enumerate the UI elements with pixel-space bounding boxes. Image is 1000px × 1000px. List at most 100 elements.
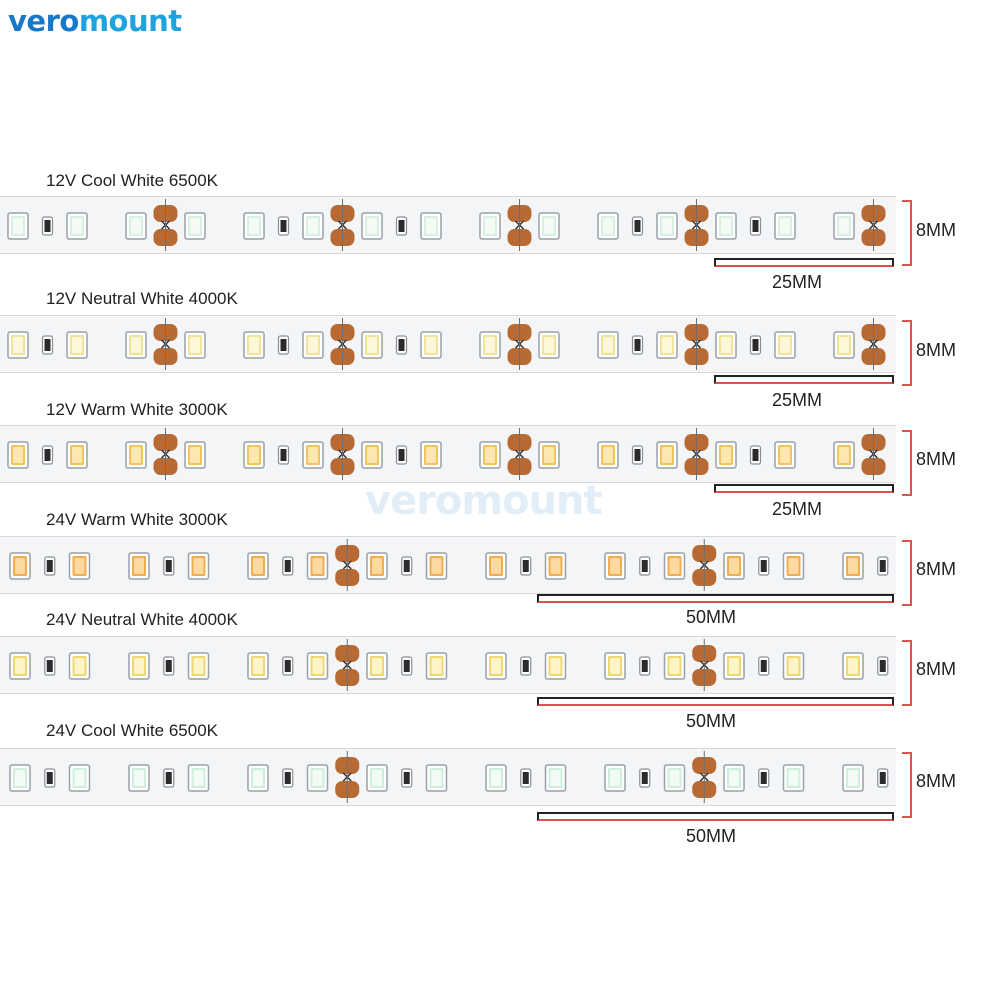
- led-chip: [723, 652, 745, 680]
- resistor: [41, 335, 54, 355]
- led-strip-12v-neutral: [0, 315, 896, 373]
- led-chip: [425, 652, 448, 680]
- cut-length-bracket: [537, 812, 894, 821]
- strip-title-24v-neutral: 24V Neutral White 4000K: [46, 610, 238, 629]
- led-chip: [544, 552, 567, 580]
- led-chip: [782, 552, 805, 580]
- width-bracket: [902, 430, 912, 496]
- led-chip: [9, 552, 31, 580]
- led-chip: [68, 764, 91, 792]
- resistor: [282, 556, 294, 576]
- resistor: [631, 216, 644, 236]
- led-chip: [604, 652, 626, 680]
- resistor: [639, 556, 651, 576]
- cut-pad: [692, 539, 717, 591]
- led-chip: [544, 652, 567, 680]
- resistor: [277, 335, 290, 355]
- resistor: [395, 216, 408, 236]
- led-chip: [842, 652, 864, 680]
- resistor: [41, 445, 54, 465]
- cut-length-label: 50MM: [686, 607, 737, 627]
- led-strip-24v-neutral: [0, 636, 896, 694]
- led-chip: [128, 552, 150, 580]
- resistor: [758, 768, 770, 788]
- led-chip: [663, 552, 686, 580]
- led-chip: [485, 652, 507, 680]
- cut-pad: [335, 751, 360, 803]
- led-chip: [479, 441, 501, 469]
- led-chip: [833, 331, 855, 359]
- width-label: 8MM: [916, 771, 956, 791]
- led-chip: [68, 552, 91, 580]
- cut-pad: [330, 428, 355, 480]
- resistor: [282, 768, 294, 788]
- width-label: 8MM: [916, 220, 956, 240]
- led-chip: [366, 552, 388, 580]
- led-chip: [66, 212, 88, 240]
- led-chip: [663, 652, 686, 680]
- led-chip: [663, 764, 686, 792]
- led-chip: [184, 441, 206, 469]
- resistor: [41, 216, 54, 236]
- cut-pad: [861, 318, 886, 370]
- strip-title-24v-warm: 24V Warm White 3000K: [46, 510, 228, 529]
- cut-length-bracket: [714, 258, 894, 267]
- cut-pad: [507, 318, 532, 370]
- led-chip: [66, 331, 88, 359]
- resistor: [639, 768, 651, 788]
- strip-artwork: [7, 428, 886, 480]
- led-chip: [597, 331, 619, 359]
- led-chip: [715, 212, 737, 240]
- led-chip: [774, 331, 796, 359]
- led-chip: [247, 552, 269, 580]
- width-bracket: [902, 200, 912, 266]
- led-chip: [420, 441, 442, 469]
- resistor: [631, 335, 644, 355]
- resistor: [395, 335, 408, 355]
- led-chip: [7, 331, 29, 359]
- led-chip: [538, 212, 560, 240]
- cut-length-label: 25MM: [772, 499, 823, 519]
- led-chip: [306, 652, 329, 680]
- resistor: [163, 768, 175, 788]
- cut-length-bracket: [537, 594, 894, 603]
- led-chip: [361, 331, 383, 359]
- led-chip: [420, 212, 442, 240]
- cut-pad: [507, 199, 532, 251]
- led-chip: [187, 764, 210, 792]
- led-chip: [302, 441, 324, 469]
- led-chip: [302, 212, 324, 240]
- watermark: veromount: [365, 478, 603, 524]
- led-chip: [243, 441, 265, 469]
- led-chip: [842, 552, 864, 580]
- led-chip: [68, 652, 91, 680]
- cut-length-bracket: [714, 375, 894, 384]
- cut-pad: [330, 318, 355, 370]
- led-chip: [125, 441, 147, 469]
- led-chip: [247, 764, 269, 792]
- led-chip: [243, 212, 265, 240]
- resistor: [520, 656, 532, 676]
- led-strip-12v-cool: [0, 196, 896, 254]
- led-strip-24v-cool: [0, 748, 896, 806]
- led-chip: [66, 441, 88, 469]
- resistor: [44, 768, 56, 788]
- cut-pad: [692, 751, 717, 803]
- led-chip: [247, 652, 269, 680]
- led-chip: [833, 212, 855, 240]
- led-chip: [597, 441, 619, 469]
- width-bracket: [902, 752, 912, 818]
- led-chip: [128, 764, 150, 792]
- led-chip: [9, 652, 31, 680]
- cut-pad: [330, 199, 355, 251]
- strip-title-12v-cool: 12V Cool White 6500K: [46, 171, 218, 190]
- cut-pad: [153, 318, 178, 370]
- width-bracket: [902, 320, 912, 386]
- width-bracket: [902, 640, 912, 706]
- led-chip: [538, 331, 560, 359]
- resistor: [877, 556, 889, 576]
- cut-length-bracket: [714, 484, 894, 493]
- led-chip: [184, 212, 206, 240]
- strip-artwork: [9, 751, 889, 803]
- led-chip: [187, 652, 210, 680]
